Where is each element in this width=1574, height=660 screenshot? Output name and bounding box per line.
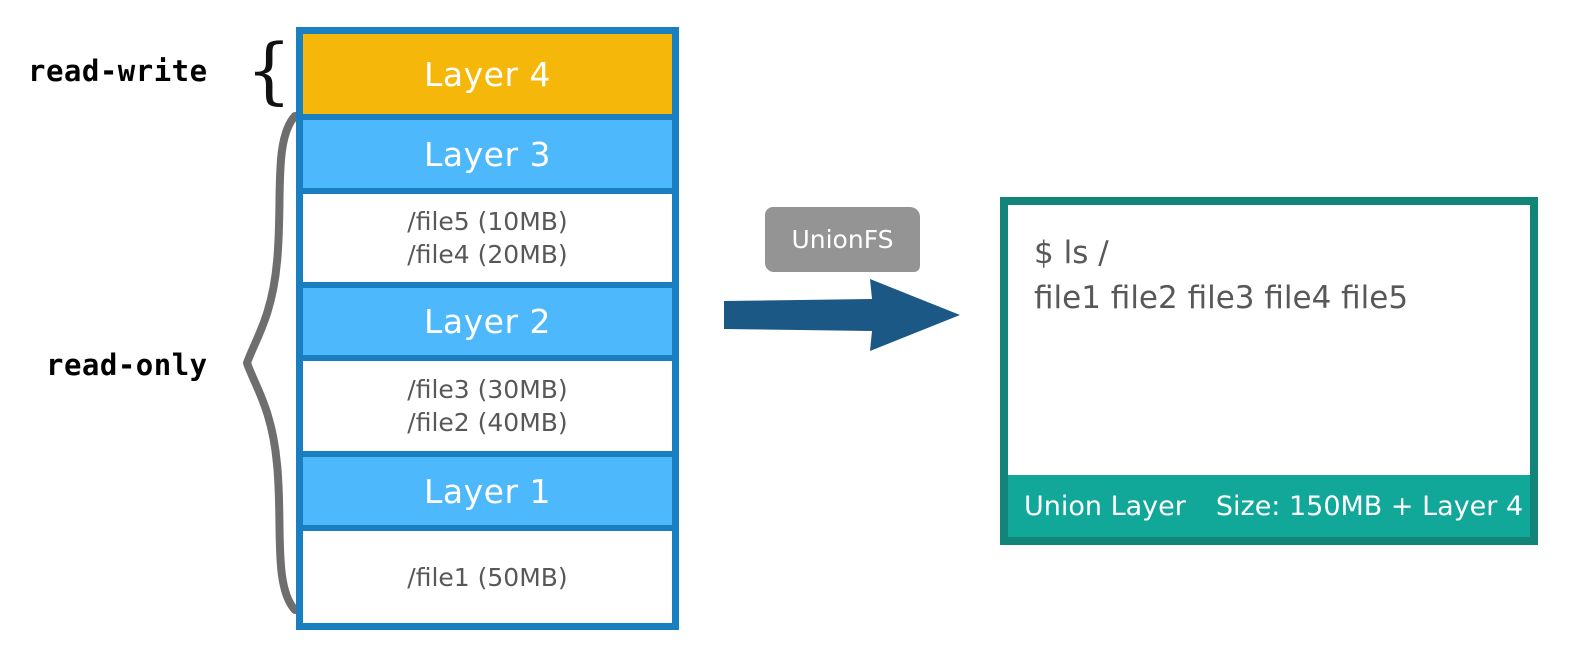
read-write-brace-icon: { xyxy=(246,28,292,112)
layer-stack-rows: Layer 4 Layer 3 /file5 (10MB) /file4 (20… xyxy=(303,34,672,623)
unionfs-tag: UnionFS xyxy=(765,207,920,272)
union-layer-size: Size: 150MB + Layer 4 xyxy=(1215,490,1524,522)
layer-row-1[interactable]: Layer 1 xyxy=(303,451,672,525)
union-layer-title: Union Layer xyxy=(1024,490,1186,522)
terminal-output: $ ls / file1 file2 file3 file4 file5 xyxy=(1034,235,1409,316)
right-arrow-icon xyxy=(722,277,962,353)
file-list: /file3 (30MB) /file2 (40MB) xyxy=(407,375,568,437)
file-row-layer-3: /file5 (10MB) /file4 (20MB) xyxy=(303,188,672,282)
read-write-label: read-write xyxy=(28,54,208,88)
file-list: /file1 (50MB) xyxy=(407,562,568,592)
layer-stack: Layer 4 Layer 3 /file5 (10MB) /file4 (20… xyxy=(296,27,679,630)
union-layer-panel: $ ls / file1 file2 file3 file4 file5 Uni… xyxy=(1000,197,1538,545)
read-only-brace-icon xyxy=(242,112,299,614)
layer-row-3[interactable]: Layer 3 xyxy=(303,114,672,188)
layer-row-label: Layer 4 xyxy=(424,54,551,94)
layer-row-label: Layer 3 xyxy=(424,134,551,174)
layer-row-2[interactable]: Layer 2 xyxy=(303,282,672,355)
union-layer-footer: Union Layer Size: 150MB + Layer 4 xyxy=(1008,475,1530,537)
layer-row-label: Layer 2 xyxy=(424,302,551,341)
file-list: /file5 (10MB) /file4 (20MB) xyxy=(407,207,568,269)
layer-row-4[interactable]: Layer 4 xyxy=(303,34,672,114)
unionfs-tag-label: UnionFS xyxy=(791,225,894,254)
file-row-layer-2: /file3 (30MB) /file2 (40MB) xyxy=(303,355,672,451)
read-only-label: read-only xyxy=(46,348,208,382)
file-row-layer-1: /file1 (50MB) xyxy=(303,525,672,623)
layer-row-label: Layer 1 xyxy=(424,471,551,511)
